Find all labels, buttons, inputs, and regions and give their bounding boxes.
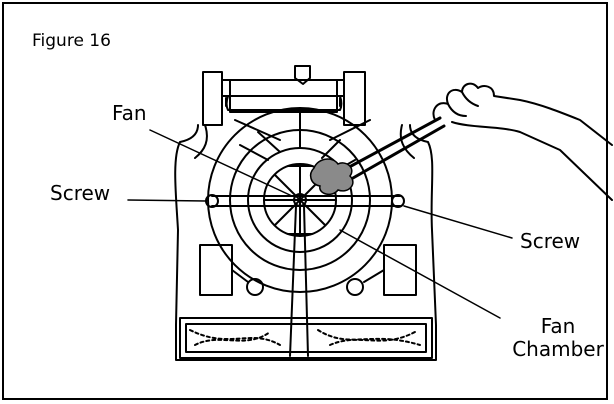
rear-wheel-assembly	[202, 65, 366, 126]
label-screw-left: Screw	[50, 181, 111, 205]
figure-title: Figure 16	[32, 31, 111, 51]
fan	[263, 163, 337, 237]
leader-lines	[127, 129, 513, 319]
brush-roll	[179, 317, 433, 359]
label-fan: Fan	[112, 101, 147, 125]
label-fan-chamber-line1: Fan	[540, 314, 576, 338]
label-fan-chamber: Fan Chamber	[508, 315, 608, 361]
fan-cover-bar	[205, 194, 405, 208]
cleaning-tool	[338, 116, 446, 184]
hand	[432, 82, 613, 201]
side-pockets	[199, 244, 417, 296]
debris-clump	[309, 158, 354, 196]
label-screw-right: Screw	[520, 229, 581, 253]
screw-right	[391, 194, 405, 208]
vacuum-body	[174, 119, 437, 361]
label-fan-chamber-line2: Chamber	[512, 337, 604, 361]
drive-belt	[289, 205, 309, 357]
